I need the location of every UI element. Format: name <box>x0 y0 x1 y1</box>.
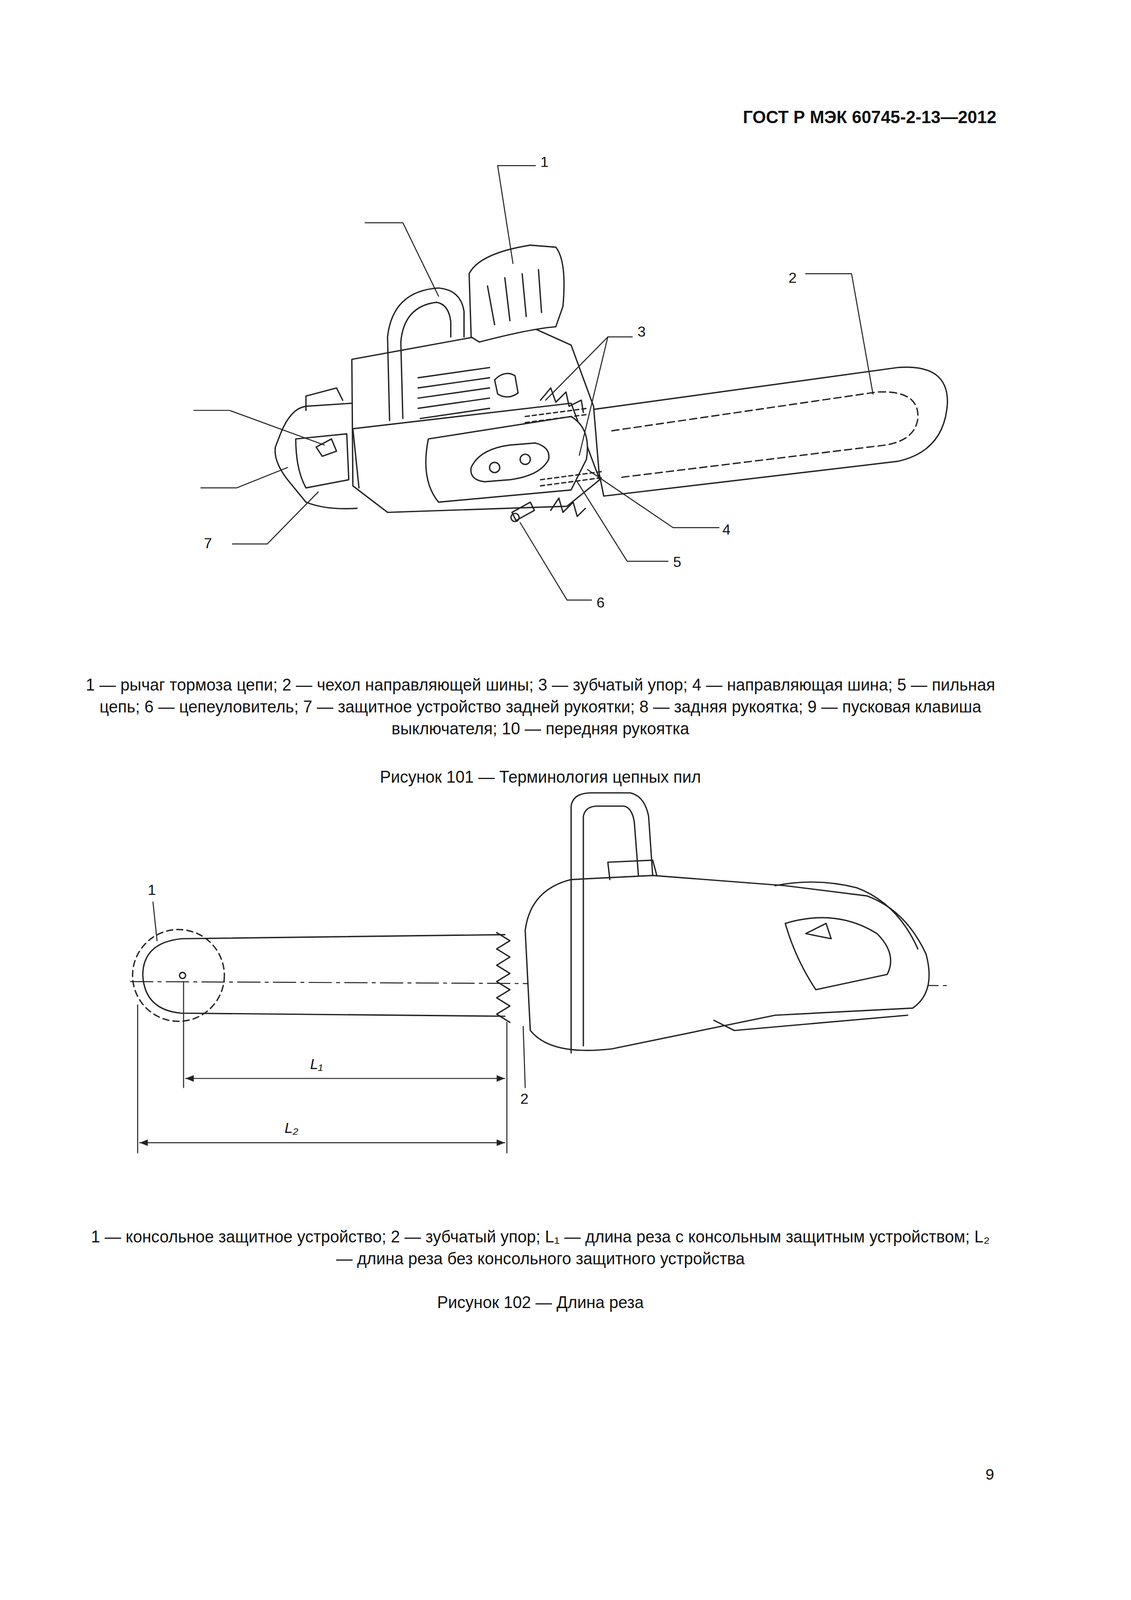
leader-line <box>193 410 325 446</box>
brake-lever <box>469 244 565 342</box>
leader-line <box>232 492 319 545</box>
leader-line <box>152 902 157 941</box>
trigger-side <box>805 923 832 940</box>
saw-body <box>525 875 930 1051</box>
callout-number: 2 <box>788 268 797 288</box>
bumper-spike <box>540 388 586 517</box>
rear-handle <box>274 403 357 509</box>
leader-line <box>497 165 536 264</box>
figure-legend: 1 — консольное защитное устройство; 2 — … <box>84 1225 997 1270</box>
rear-handle-side <box>775 881 919 990</box>
leader-line <box>545 337 633 456</box>
page-number: 9 <box>985 1463 995 1485</box>
callout-number: 1 <box>147 880 156 900</box>
dimension-label: L₂ <box>284 1118 299 1138</box>
dimension-arrow <box>185 1077 505 1079</box>
front-handle <box>387 287 465 421</box>
saw-chain <box>525 408 602 486</box>
leader-line <box>523 1026 525 1088</box>
bar-cover <box>586 367 948 497</box>
figure-legend: 1 — рычаг тормоза цепи; 2 — чехол направ… <box>84 674 997 740</box>
callout-number: 6 <box>596 592 605 613</box>
dimension-label: L₁ <box>310 1054 323 1074</box>
callout-number: 3 <box>637 321 646 342</box>
bar-outline-dashed <box>612 391 919 478</box>
dimension-lines <box>137 902 526 1153</box>
leader-line <box>365 222 439 296</box>
leader-lines <box>193 165 873 601</box>
top-cover <box>607 860 657 880</box>
callout-number: 7 <box>203 533 213 554</box>
extension-line <box>182 981 184 1088</box>
cover-plate <box>471 442 550 482</box>
trigger <box>316 438 337 457</box>
cylinder-fins <box>418 367 490 419</box>
rear-handle-grip <box>295 433 349 488</box>
leader-line <box>805 273 874 395</box>
callout-number: 2 <box>520 1089 529 1109</box>
figure-caption: Рисунок 102 — Длина реза <box>84 1291 997 1314</box>
extension-line <box>506 1022 508 1153</box>
nut <box>489 462 500 473</box>
chain-catcher <box>512 502 535 521</box>
cap <box>494 373 519 397</box>
dimension-arrow <box>139 1141 505 1143</box>
figure-caption: Рисунок 101 — Терминология цепных пил <box>84 766 997 789</box>
extension-line <box>137 1004 139 1153</box>
chainsaw-perspective <box>274 244 948 522</box>
leader-line <box>577 481 669 561</box>
sprocket-cover <box>425 416 588 503</box>
callout-number: 4 <box>722 519 731 540</box>
guide-bar <box>142 934 505 1017</box>
chain-catcher-tip <box>510 513 519 522</box>
callout-number: 1 <box>540 152 549 172</box>
front-handle-side <box>570 792 653 1053</box>
rear-guard <box>306 388 343 411</box>
spike-bumper <box>496 932 510 1023</box>
running-header: ГОСТ Р МЭК 60745-2-13—2012 <box>742 105 997 130</box>
leader-line <box>201 467 288 488</box>
handle-bottom <box>713 1015 908 1031</box>
nut <box>519 454 530 465</box>
leader-line <box>587 469 719 528</box>
brake-lever-ribs <box>487 269 542 325</box>
nose-guard-dashed <box>132 929 225 1022</box>
chainsaw-side <box>130 792 951 1053</box>
leader-line <box>519 522 592 601</box>
nose-centre <box>179 972 186 979</box>
callout-number: 5 <box>673 552 682 572</box>
